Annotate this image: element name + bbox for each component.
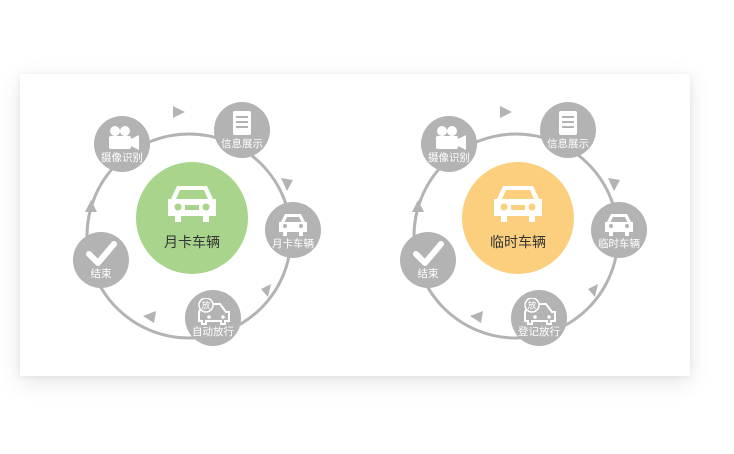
node-label: 信息展示 [221,138,263,150]
arrow-release-to-end [470,311,483,323]
arrow-info-to-vehicle [281,178,293,191]
node-vehicle-type: 月卡车辆 [265,202,321,258]
center-label: 月卡车辆 [164,235,220,251]
arrow-vehicle-to-release [588,284,598,297]
camera-icon [436,126,466,150]
node-label: 结束 [90,268,112,280]
arrow-info-to-vehicle [608,178,620,191]
document-icon [233,111,251,135]
arrow-camera-to-info [500,106,512,118]
node-label: 登记放行 [518,326,560,338]
car-icon [605,214,633,236]
document-icon [559,111,577,135]
car-icon [168,186,216,222]
center-label: 临时车辆 [490,235,546,251]
center-monthly-vehicle: 月卡车辆 [136,162,248,274]
node-info-display: 信息展示 [214,102,270,158]
arrow-vehicle-to-release [261,284,271,297]
arrow-end-to-camera [412,200,424,212]
arrow-release-to-end [143,311,156,323]
node-camera-recognition: 摄像识别 [94,116,150,172]
arrow-end-to-camera [85,200,97,212]
node-vehicle-type: 临时车辆 [591,202,647,258]
node-label: 信息展示 [547,138,589,150]
camera-icon [109,126,139,150]
node-camera-recognition: 摄像识别 [421,116,477,172]
arrow-camera-to-info [173,106,185,118]
release-car-icon: 放 [198,298,230,325]
node-release: 放 自动放行 [185,290,241,346]
release-badge: 放 [527,300,536,312]
node-label: 自动放行 [192,326,234,338]
node-end: 结束 [73,232,129,288]
node-label: 摄像识别 [101,152,143,164]
node-label: 临时车辆 [598,238,640,250]
node-label: 结束 [417,268,439,280]
car-icon [494,186,542,222]
node-label: 摄像识别 [428,152,470,164]
release-badge: 放 [201,300,210,312]
checkmark-icon [413,241,444,266]
node-release: 放 登记放行 [511,290,567,346]
node-info-display: 信息展示 [540,102,596,158]
release-car-icon: 放 [524,298,556,325]
car-icon [279,214,307,236]
checkmark-icon [86,241,117,266]
center-temporary-vehicle: 临时车辆 [462,162,574,274]
node-label: 月卡车辆 [272,238,314,250]
node-end: 结束 [400,232,456,288]
